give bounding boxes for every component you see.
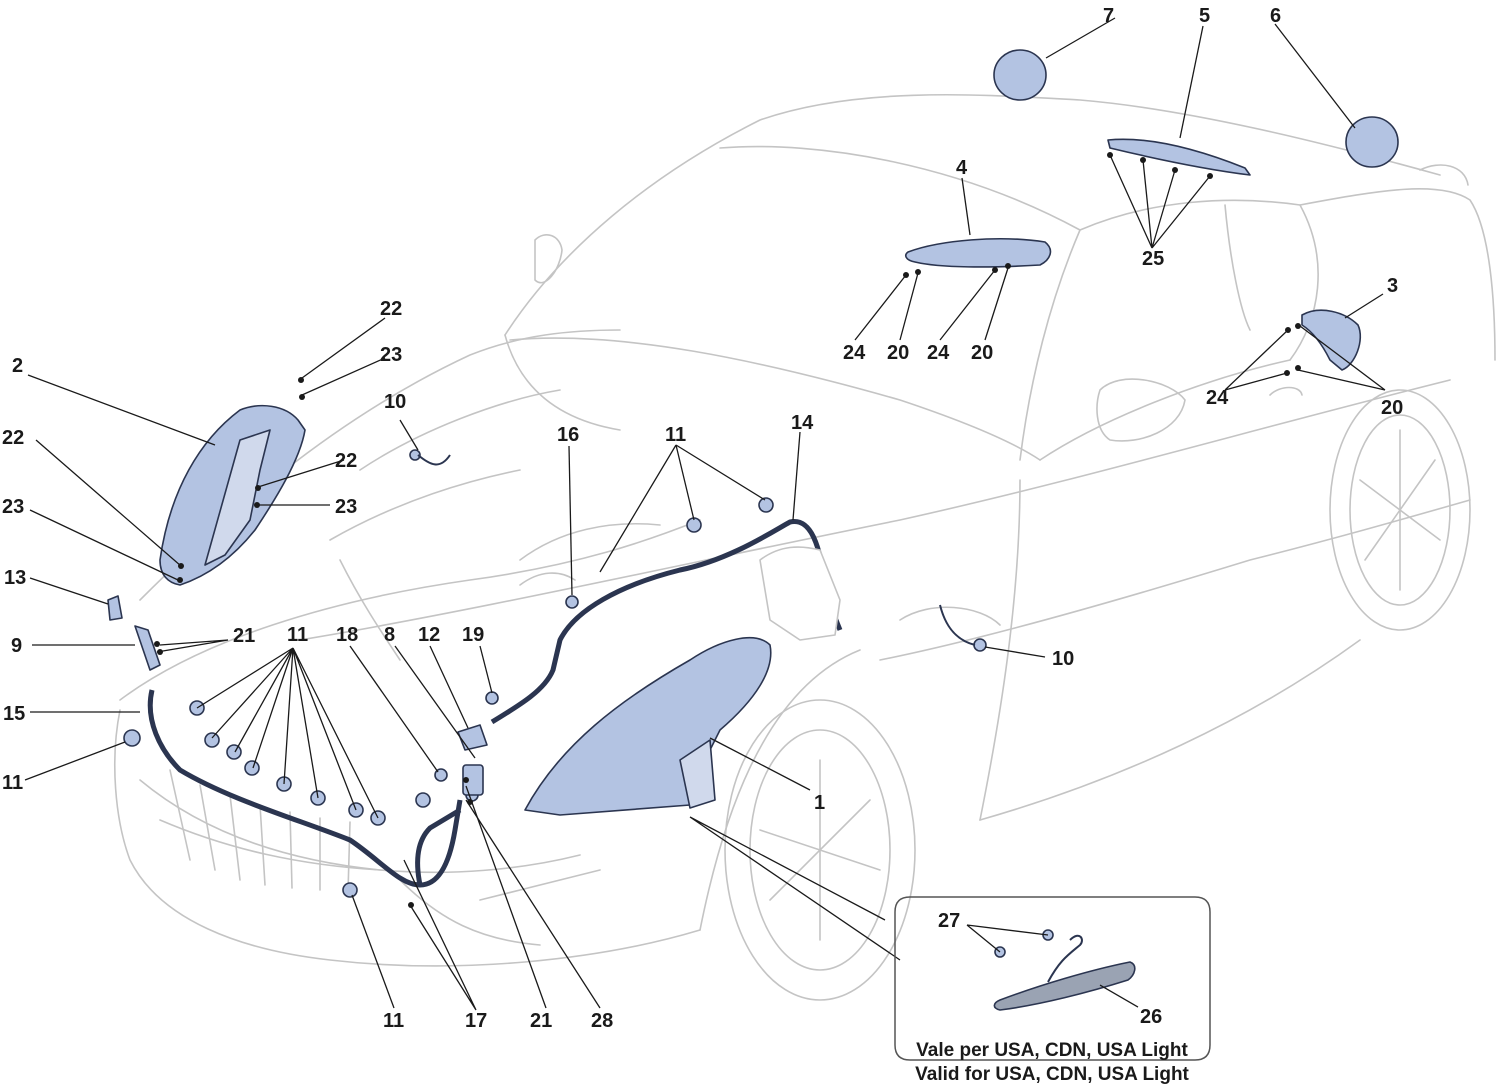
callout-21-upper: 21 [233, 625, 256, 647]
wire-10-a [417, 454, 451, 466]
plug-11-k [342, 882, 358, 898]
callout-27: 27 [938, 910, 961, 932]
rear-lamp-round-6 [1345, 116, 1399, 168]
leader-lines [24, 17, 1386, 1011]
rear-side-lamp [1301, 309, 1362, 371]
screws [154, 152, 1301, 908]
inset-note-italian: Vale per USA, CDN, USA Light [916, 1040, 1188, 1061]
side-reflector [993, 961, 1136, 1011]
callout-23-left: 23 [2, 496, 25, 518]
callout-9: 9 [11, 635, 23, 657]
parts [107, 49, 1399, 1011]
wire-10-b [939, 604, 976, 646]
callout-20-c: 20 [1381, 397, 1404, 419]
callout-11-engine: 11 [665, 424, 687, 446]
callout-16: 16 [557, 424, 580, 446]
callout-18: 18 [336, 624, 359, 646]
connector-10-b [973, 638, 987, 652]
callout-4: 4 [956, 157, 968, 179]
callout-5: 5 [1199, 5, 1211, 27]
car-body-outline [114, 93, 1496, 1001]
headlamp-right-bracket [679, 739, 716, 809]
plug-11-j [415, 792, 431, 808]
callout-15: 15 [3, 703, 26, 725]
callout-23-mid: 23 [335, 496, 358, 518]
callout-17: 17 [465, 1010, 488, 1032]
callout-24-c: 24 [1206, 387, 1229, 409]
washer-cap [457, 724, 488, 751]
callout-28: 28 [591, 1010, 614, 1032]
plug-11-e [244, 760, 260, 776]
plug-11-m [758, 497, 774, 513]
plug-11-a [123, 729, 141, 747]
callout-14: 14 [791, 412, 814, 434]
washer-reservoir [759, 546, 841, 641]
callout-13: 13 [4, 567, 27, 589]
plug-19 [485, 691, 499, 705]
headlamp-right [524, 637, 772, 816]
sensor-9 [134, 625, 161, 671]
bracket-13 [107, 595, 123, 621]
washer-hose-front [147, 689, 463, 888]
inset-note-english: Valid for USA, CDN, USA Light [915, 1064, 1189, 1085]
callout-24-a: 24 [843, 342, 866, 364]
callout-20-b: 20 [971, 342, 994, 364]
callout-22-top: 22 [380, 298, 403, 320]
callout-23-top: 23 [380, 344, 403, 366]
plug-11-c [204, 732, 220, 748]
callout-11-bottom: 11 [383, 1010, 405, 1032]
plug-11-l [686, 517, 702, 533]
callout-3: 3 [1387, 275, 1399, 297]
callout-22-mid: 22 [335, 450, 358, 472]
callout-20-a: 20 [887, 342, 910, 364]
callout-1: 1 [814, 792, 826, 814]
plug-11-d [226, 744, 242, 760]
washer-hose [490, 519, 843, 725]
inset-box [894, 896, 1211, 1061]
headlamp-left-housing [204, 429, 271, 566]
clamp-16 [565, 595, 579, 609]
callout-10-lower: 10 [1052, 648, 1075, 670]
rear-light-strip [1107, 138, 1251, 176]
callout-6: 6 [1270, 5, 1282, 27]
connector-10-a [409, 449, 421, 461]
callout-25: 25 [1142, 248, 1165, 270]
high-level-stop-lamp [905, 238, 1052, 268]
reflector-wire [1047, 934, 1083, 983]
callout-10-upper: 10 [384, 391, 407, 413]
washer-hose-branch [415, 807, 462, 886]
callout-24-b: 24 [927, 342, 950, 364]
callout-22-left: 22 [2, 427, 25, 449]
rear-lamp-round-7 [993, 49, 1047, 101]
callout-26: 26 [1140, 1006, 1163, 1028]
callout-11-left: 11 [2, 772, 24, 794]
callout-21-lower: 21 [530, 1010, 553, 1032]
callout-19: 19 [462, 624, 485, 646]
callout-12: 12 [418, 624, 441, 646]
callout-2: 2 [12, 355, 24, 377]
callout-11-front: 11 [287, 624, 309, 646]
callout-8: 8 [384, 624, 396, 646]
callout-7: 7 [1103, 5, 1115, 27]
